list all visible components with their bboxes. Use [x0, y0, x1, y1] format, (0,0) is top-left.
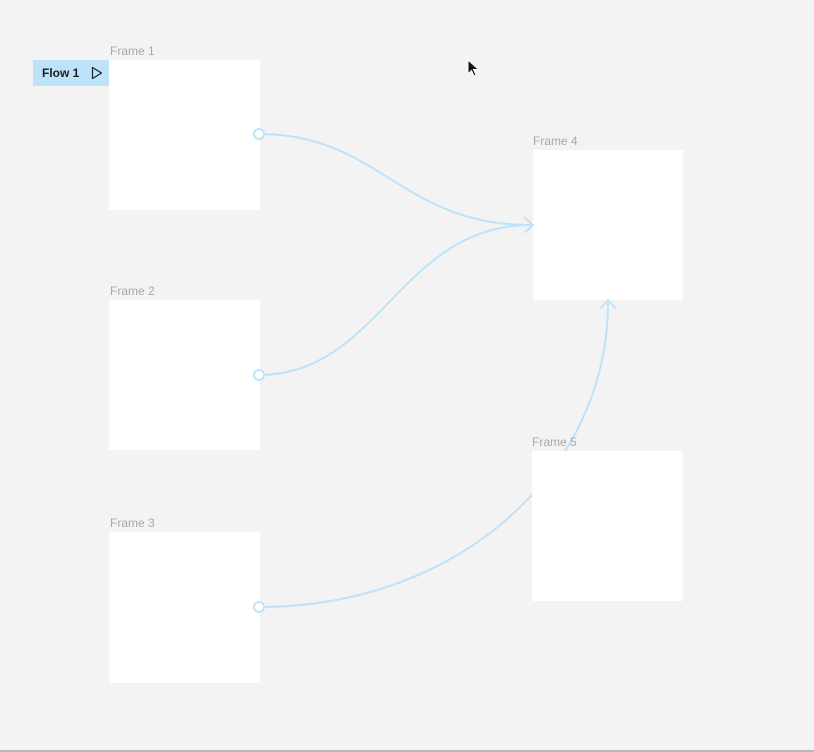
mouse-pointer-icon [466, 58, 482, 79]
frame-5-label: Frame 5 [532, 435, 577, 449]
frame-1-label: Frame 1 [110, 44, 155, 58]
frame-4-label: Frame 4 [533, 134, 578, 148]
frame-3[interactable] [109, 532, 260, 683]
flow-label: Flow 1 [42, 66, 80, 80]
frame-1[interactable] [109, 60, 260, 210]
frame-3-label: Frame 3 [110, 516, 155, 530]
flow-starting-point-badge[interactable]: Flow 1 [33, 60, 109, 86]
frame-2-label: Frame 2 [110, 284, 155, 298]
frame-4[interactable] [533, 150, 683, 300]
frame-5[interactable] [532, 451, 683, 601]
play-icon[interactable] [91, 66, 103, 80]
canvas-bottom-border [0, 750, 814, 752]
frame-2[interactable] [109, 300, 260, 450]
